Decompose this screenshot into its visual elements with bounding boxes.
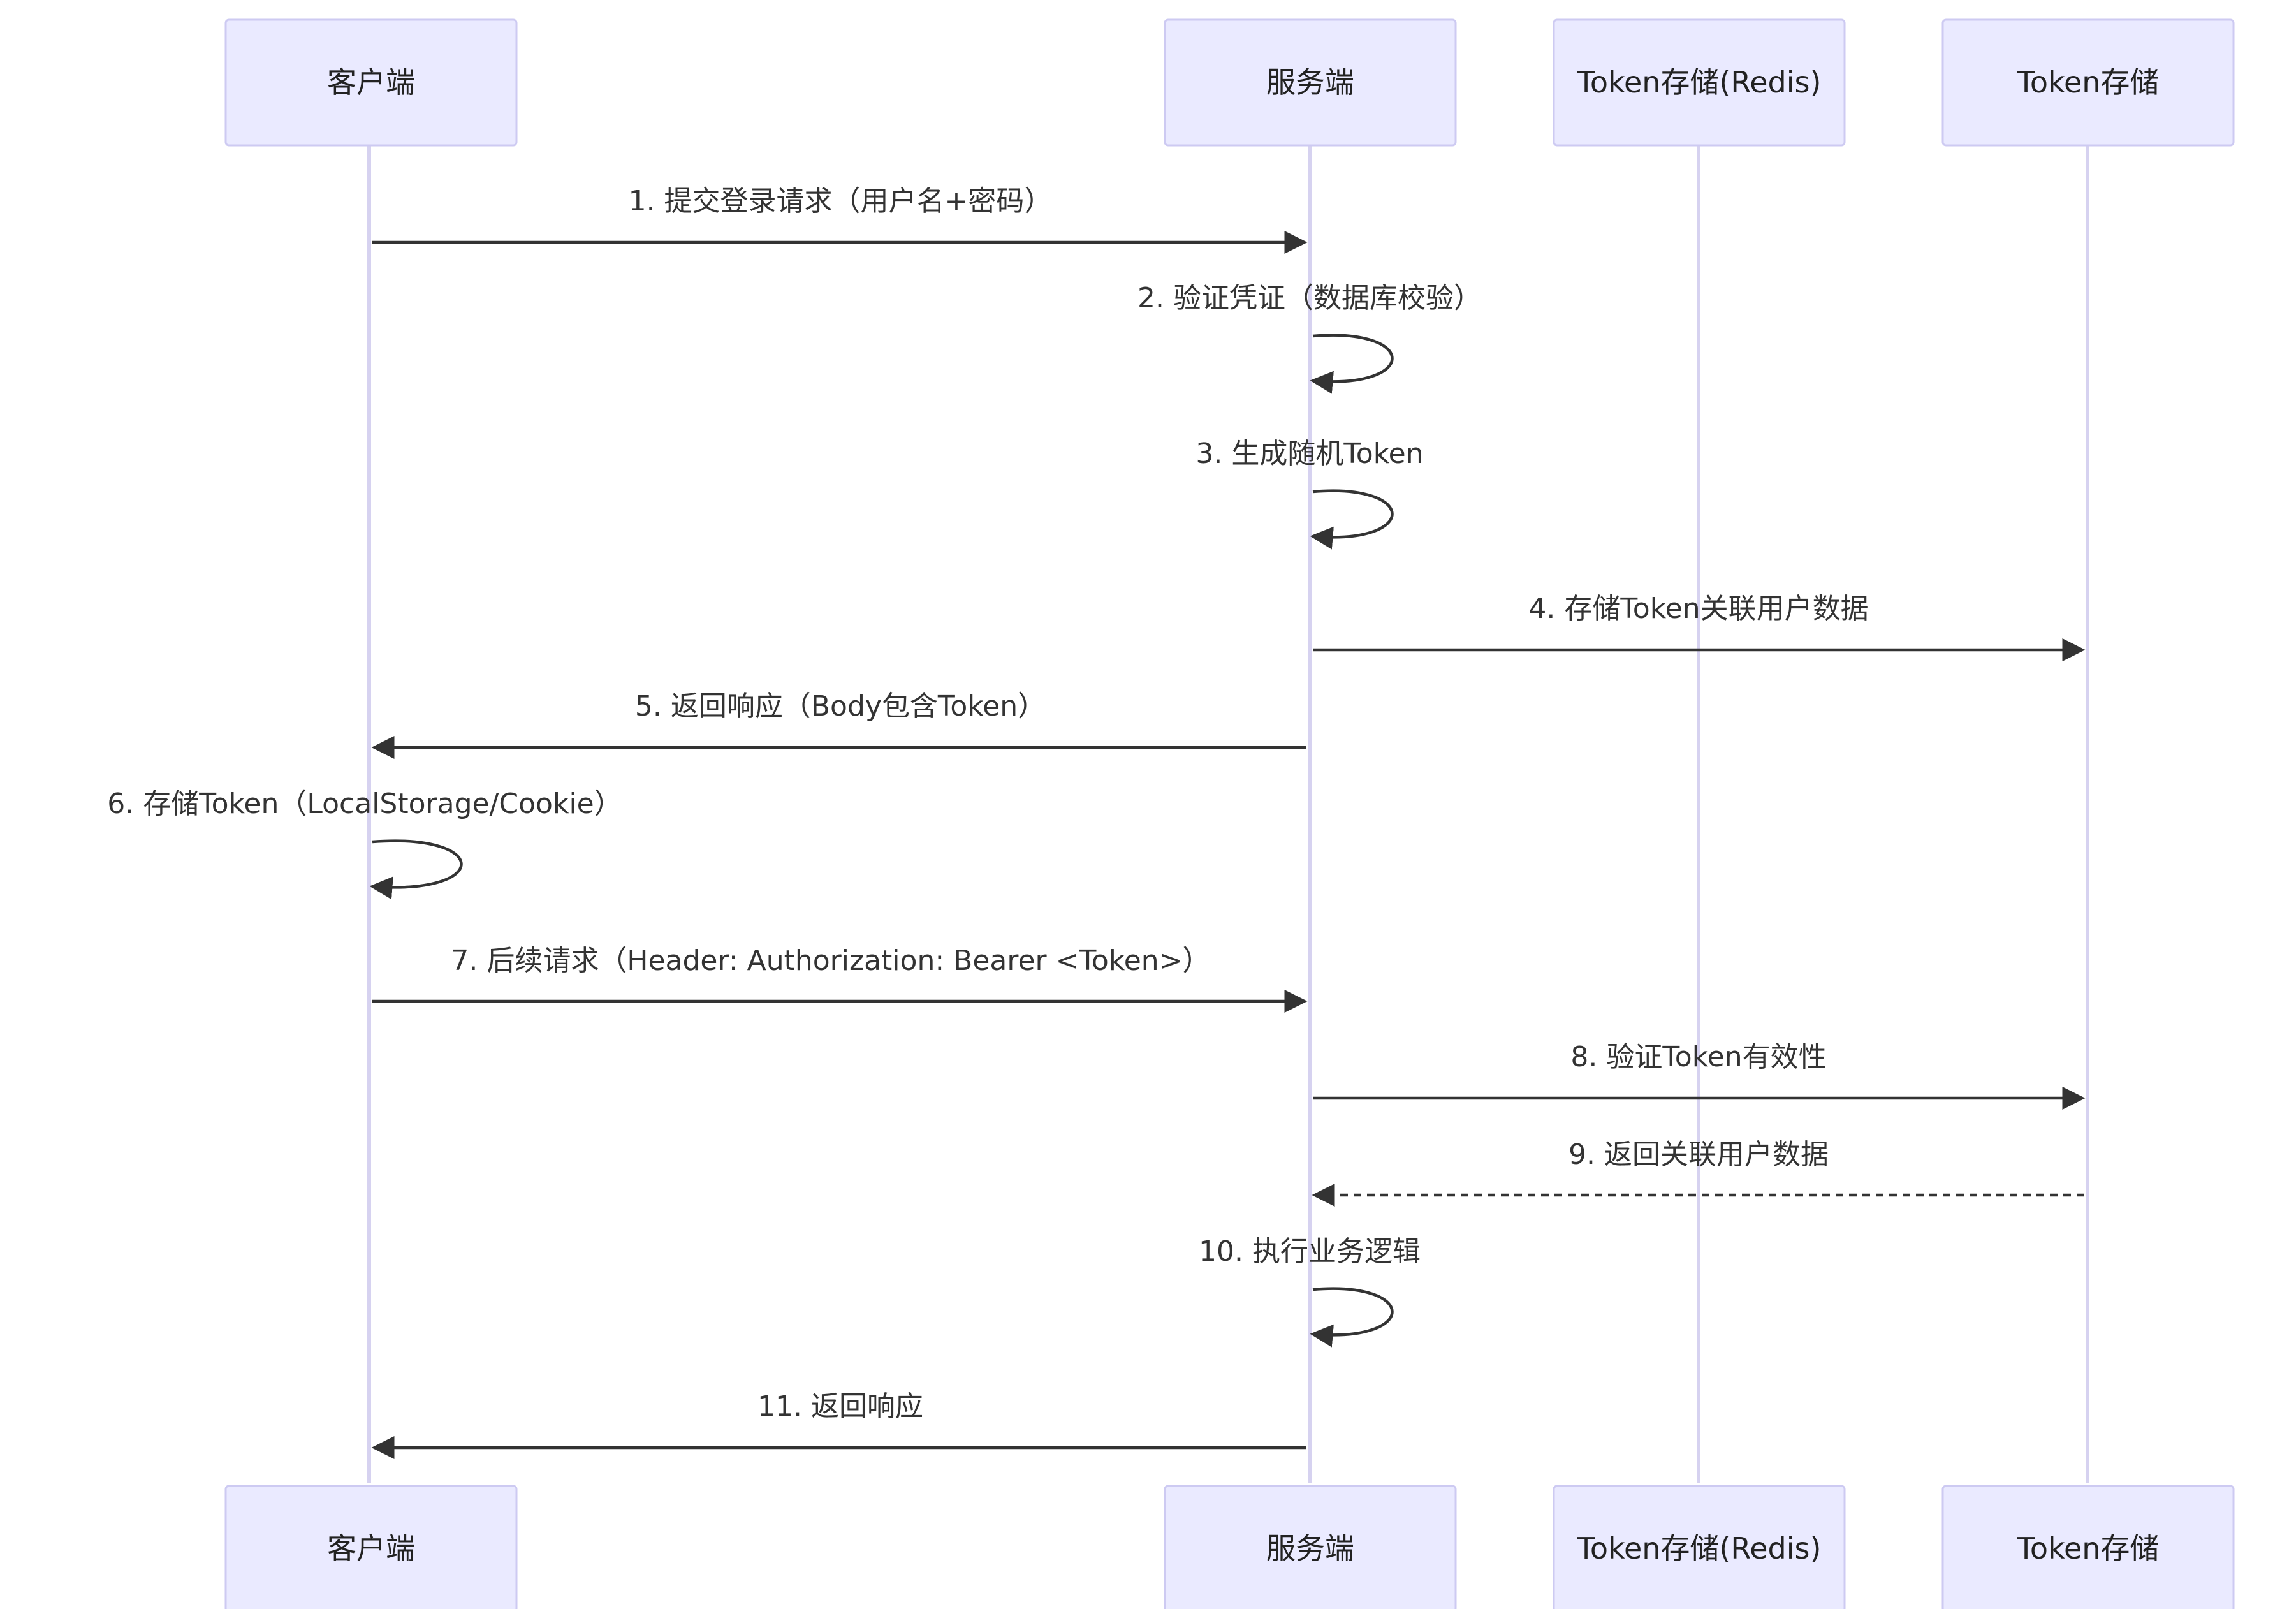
message-8: 8. 验证Token有效性 xyxy=(1313,1041,2086,1110)
participant-label: Token存储 xyxy=(2017,65,2160,99)
self-message-arrow xyxy=(1310,334,1394,394)
message-label: 7. 后续请求（Header: Authorization: Bearer <T… xyxy=(451,944,1210,977)
participant-client-top: 客户端 xyxy=(224,18,518,147)
message-label: 9. 返回关联用户数据 xyxy=(1568,1138,1829,1171)
messages: 1. 提交登录请求（用户名+密码） 2. 验证凭证（数据库校验） 3. 生成随机… xyxy=(107,185,2086,1459)
participant-label: Token存储(Redis) xyxy=(1577,1531,1822,1566)
participant-label: 客户端 xyxy=(327,65,415,99)
message-label: 3. 生成随机Token xyxy=(1196,437,1423,470)
message-label: 4. 存储Token关联用户数据 xyxy=(1528,592,1868,625)
self-message-arrow xyxy=(1310,1287,1394,1348)
message-2: 2. 验证凭证（数据库校验） xyxy=(1137,282,1482,394)
message-label: 1. 提交登录请求（用户名+密码） xyxy=(629,185,1053,217)
message-label: 10. 执行业务逻辑 xyxy=(1199,1235,1421,1268)
message-1: 1. 提交登录请求（用户名+密码） xyxy=(372,185,1308,254)
participant-redis-top: Token存储(Redis) xyxy=(1553,18,1846,147)
participant-label: 服务端 xyxy=(1266,65,1354,99)
participant-label: Token存储 xyxy=(2017,1531,2160,1566)
participant-store-bottom: Token存储 xyxy=(1941,1485,2235,1609)
participant-client-bottom: 客户端 xyxy=(224,1485,518,1609)
message-label: 2. 验证凭证（数据库校验） xyxy=(1137,282,1482,314)
message-9: 9. 返回关联用户数据 xyxy=(1312,1138,2084,1207)
lifelines xyxy=(367,145,2089,1483)
message-7: 7. 后续请求（Header: Authorization: Bearer <T… xyxy=(372,944,1308,1013)
participant-redis-bottom: Token存储(Redis) xyxy=(1553,1485,1846,1609)
participant-label: 服务端 xyxy=(1266,1531,1354,1566)
participant-server-top: 服务端 xyxy=(1164,18,1457,147)
message-11: 11. 返回响应 xyxy=(371,1390,1306,1459)
message-label: 6. 存储Token（LocalStorage/Cookie） xyxy=(107,788,622,820)
message-6: 6. 存储Token（LocalStorage/Cookie） xyxy=(107,788,622,900)
participants-top: 客户端 服务端 Token存储(Redis) Token存储 xyxy=(224,18,2235,147)
message-10: 10. 执行业务逻辑 xyxy=(1199,1235,1421,1348)
self-message-arrow xyxy=(1310,489,1394,550)
participant-server-bottom: 服务端 xyxy=(1164,1485,1457,1609)
message-label: 8. 验证Token有效性 xyxy=(1570,1041,1826,1073)
self-message-arrow xyxy=(369,839,463,900)
participant-store-top: Token存储 xyxy=(1941,18,2235,147)
participant-label: Token存储(Redis) xyxy=(1577,65,1822,99)
message-5: 5. 返回响应（Body包含Token） xyxy=(371,690,1306,759)
message-3: 3. 生成随机Token xyxy=(1196,437,1424,550)
message-label: 5. 返回响应（Body包含Token） xyxy=(635,690,1046,723)
message-label: 11. 返回响应 xyxy=(757,1390,923,1423)
message-4: 4. 存储Token关联用户数据 xyxy=(1313,592,2086,661)
participants-bottom: 客户端 服务端 Token存储(Redis) Token存储 xyxy=(224,1485,2235,1609)
participant-label: 客户端 xyxy=(327,1531,415,1566)
